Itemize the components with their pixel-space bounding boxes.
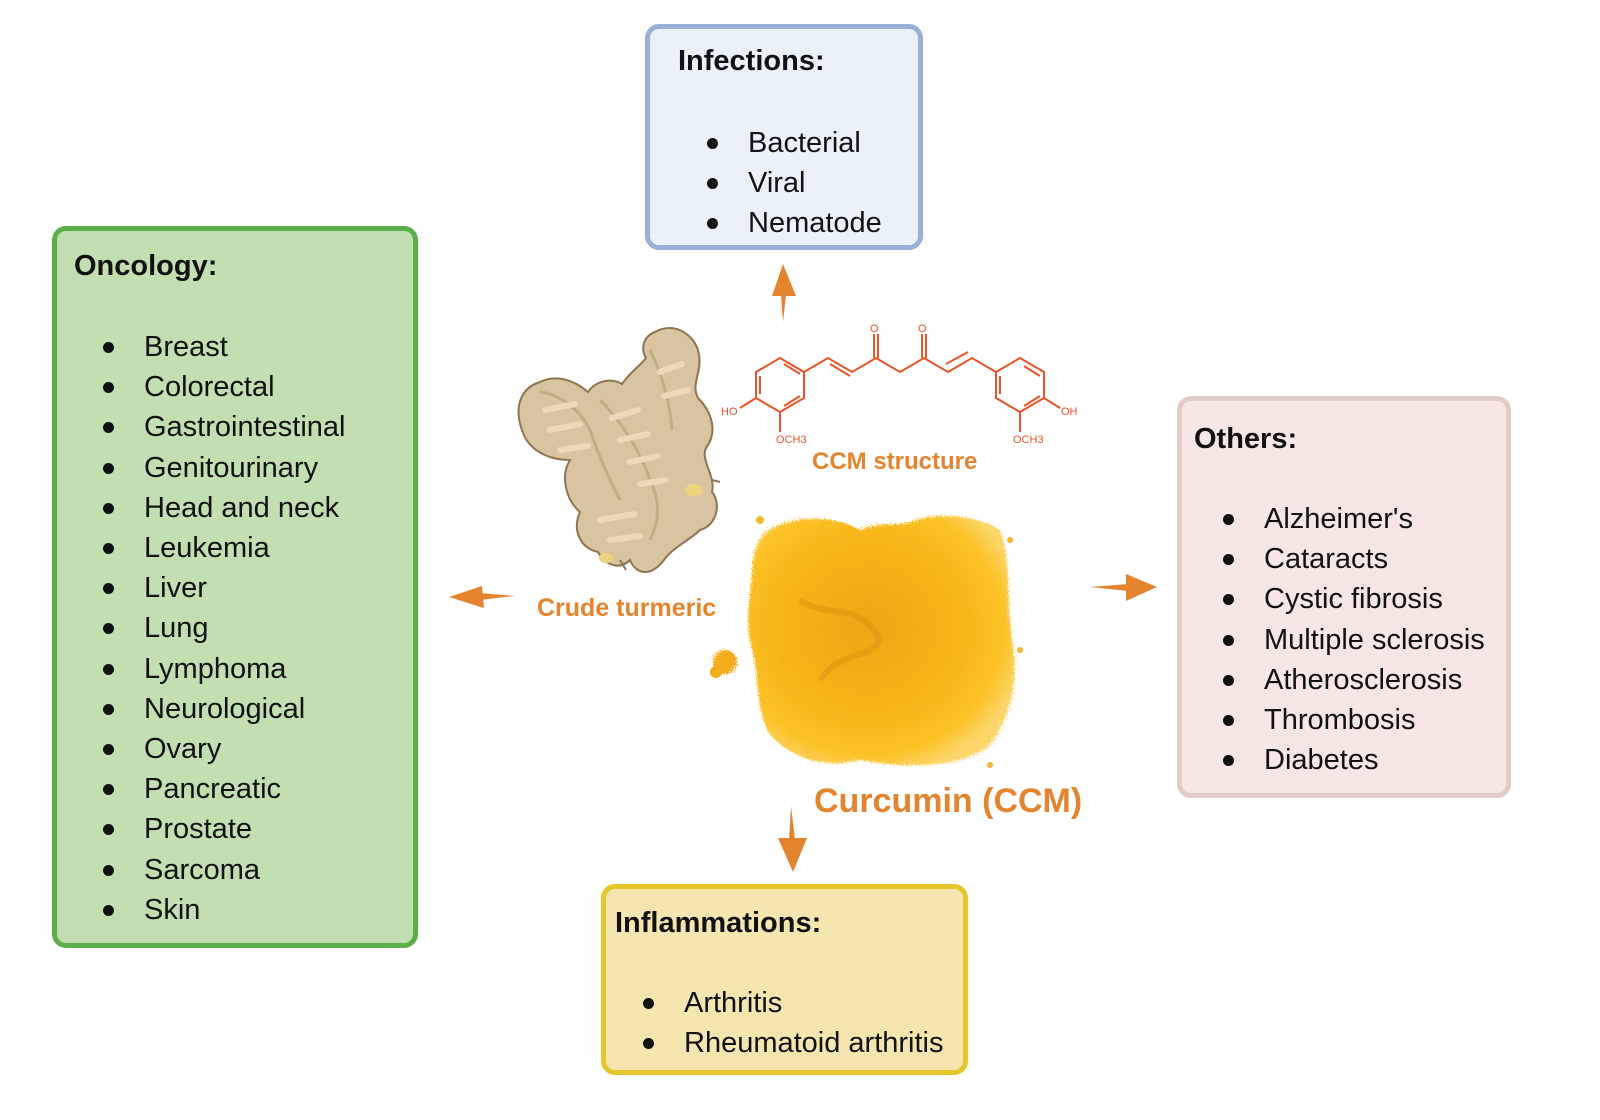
list-item: Prostate	[98, 809, 346, 849]
ccm-structure-icon	[739, 334, 1061, 432]
list-item: Pancreatic	[98, 769, 346, 809]
inflammations-title: Inflammations:	[615, 907, 822, 939]
curcumin-title: Curcumin (CCM)	[814, 782, 1083, 820]
ho-label: HO	[721, 406, 738, 418]
list-item: Neurological	[98, 689, 346, 729]
och3-right-label: OCH3	[1013, 434, 1044, 446]
others-title: Others:	[1194, 423, 1298, 455]
arrow-up-icon	[772, 264, 796, 322]
list-item: Cataracts	[1218, 539, 1485, 579]
oncology-title: Oncology:	[74, 250, 218, 282]
list-item: Leukemia	[98, 528, 346, 568]
list-item: Multiple sclerosis	[1218, 620, 1485, 660]
crude-turmeric-label: Crude turmeric	[537, 594, 717, 622]
list-item: Skin	[98, 890, 346, 930]
list-item: Cystic fibrosis	[1218, 579, 1485, 619]
list-item: Thrombosis	[1218, 700, 1485, 740]
list-item: Nematode	[702, 203, 882, 243]
arrow-down-icon	[778, 806, 807, 872]
list-item: Breast	[98, 327, 346, 367]
list-item: Colorectal	[98, 367, 346, 407]
list-item: Viral	[702, 163, 882, 203]
list-item: Head and neck	[98, 488, 346, 528]
list-item: Arthritis	[638, 983, 944, 1023]
carbonyl-o-left: O	[870, 323, 879, 335]
list-item: Ovary	[98, 729, 346, 769]
list-item: Bacterial	[702, 123, 882, 163]
och3-left-label: OCH3	[776, 434, 807, 446]
arrow-right-icon	[1090, 574, 1157, 601]
list-item: Lung	[98, 608, 346, 648]
turmeric-root-icon	[517, 327, 721, 573]
list-item: Rheumatoid arthritis	[638, 1023, 944, 1063]
list-item: Gastrointestinal	[98, 407, 346, 447]
arrow-left-icon	[449, 586, 515, 608]
list-item: Atherosclerosis	[1218, 660, 1485, 700]
carbonyl-o-right: O	[918, 323, 927, 335]
list-item: Diabetes	[1218, 740, 1485, 780]
list-item: Sarcoma	[98, 850, 346, 890]
list-item: Liver	[98, 568, 346, 608]
ccm-structure-label: CCM structure	[812, 448, 978, 475]
list-item: Alzheimer's	[1218, 499, 1485, 539]
infections-title: Infections:	[678, 45, 825, 77]
curcumin-powder-icon	[710, 515, 1023, 768]
oh-label: OH	[1061, 406, 1078, 418]
list-item: Genitourinary	[98, 448, 346, 488]
list-item: Lymphoma	[98, 649, 346, 689]
